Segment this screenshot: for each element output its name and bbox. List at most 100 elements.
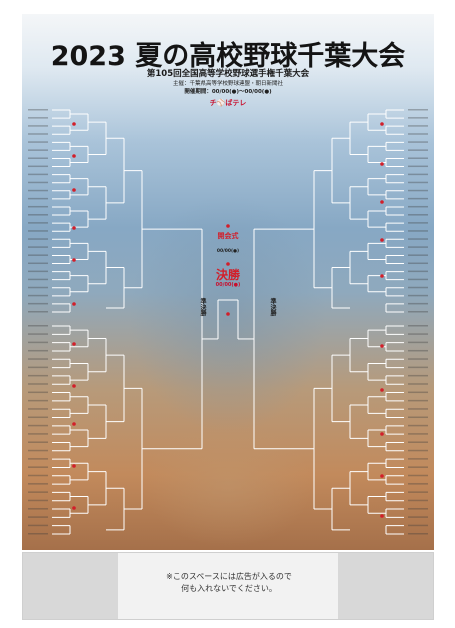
- seed-marker: [72, 506, 76, 510]
- seed-marker: [380, 474, 384, 478]
- team-name-slot: [28, 483, 48, 485]
- team-name-slot: [408, 109, 428, 111]
- team-name-slot: [408, 441, 428, 443]
- seed-marker: [72, 122, 76, 126]
- team-name-slot: [28, 383, 48, 385]
- team-name-slot: [408, 383, 428, 385]
- team-name-slot: [28, 157, 48, 159]
- team-name-slot: [28, 149, 48, 151]
- team-name-slot: [408, 491, 428, 493]
- opening-ceremony-date: 00/00(●): [208, 249, 248, 254]
- team-name-slot: [28, 238, 48, 240]
- team-name-slot: [28, 141, 48, 143]
- seed-marker: [72, 422, 76, 426]
- seed-marker: [72, 384, 76, 388]
- team-name-slot: [28, 441, 48, 443]
- final-date: 00/00(●): [198, 282, 258, 288]
- team-name-slot: [408, 458, 428, 460]
- team-name-slot: [408, 263, 428, 265]
- team-name-slot: [408, 230, 428, 232]
- team-name-slot: [28, 125, 48, 127]
- poster-subtitle: 第105回全国高等学校野球選手権千葉大会: [22, 67, 434, 79]
- team-name-slot: [408, 358, 428, 360]
- semifinal-left-label: 準決勝: [198, 298, 207, 316]
- team-name-slot: [28, 466, 48, 468]
- organizer-text: 主催：千葉県高等学校野球連盟・朝日新聞社: [22, 79, 434, 87]
- team-name-slot: [408, 295, 428, 297]
- team-name-slot: [28, 516, 48, 518]
- team-name-slot: [408, 342, 428, 344]
- team-name-slot: [28, 367, 48, 369]
- team-name-slot: [28, 525, 48, 527]
- seed-marker: [380, 514, 384, 518]
- team-name-slot: [28, 303, 48, 305]
- team-name-slot: [408, 450, 428, 452]
- team-name-slot: [408, 466, 428, 468]
- team-name-slot: [408, 141, 428, 143]
- team-name-slot: [28, 198, 48, 200]
- team-name-slot: [28, 109, 48, 111]
- team-name-slot: [28, 263, 48, 265]
- team-name-slot: [408, 149, 428, 151]
- team-name-slot: [28, 392, 48, 394]
- final-label: 決勝: [208, 266, 248, 283]
- semifinal-right-label: 準決勝: [268, 298, 277, 316]
- team-name-slot: [28, 133, 48, 135]
- team-name-slot: [28, 182, 48, 184]
- team-name-slot: [408, 508, 428, 510]
- team-name-slot: [408, 408, 428, 410]
- team-name-slot: [28, 206, 48, 208]
- team-name-slot: [28, 500, 48, 502]
- team-name-slot: [408, 350, 428, 352]
- seed-marker: [226, 224, 230, 228]
- team-name-slot: [28, 214, 48, 216]
- seed-marker: [72, 188, 76, 192]
- team-name-slot: [408, 516, 428, 518]
- team-name-slot: [28, 408, 48, 410]
- team-name-slot: [408, 117, 428, 119]
- team-name-slot: [28, 190, 48, 192]
- team-name-slot: [408, 222, 428, 224]
- team-name-slot: [28, 450, 48, 452]
- team-name-slot: [408, 367, 428, 369]
- team-name-slot: [408, 246, 428, 248]
- team-name-slot: [408, 157, 428, 159]
- team-name-slot: [408, 182, 428, 184]
- team-name-slot: [28, 491, 48, 493]
- team-name-slot: [408, 254, 428, 256]
- seed-marker: [380, 432, 384, 436]
- seed-marker: [72, 302, 76, 306]
- ad-note-line-2: 何も入れないでください。: [131, 583, 327, 595]
- team-name-slot: [28, 350, 48, 352]
- team-name-slot: [408, 417, 428, 419]
- team-name-slot: [28, 254, 48, 256]
- ad-panel-left: [23, 553, 118, 619]
- team-name-slot: [408, 214, 428, 216]
- team-name-slot: [28, 174, 48, 176]
- seed-marker: [380, 200, 384, 204]
- seed-marker: [72, 154, 76, 158]
- team-name-slot: [408, 287, 428, 289]
- team-name-slot: [28, 279, 48, 281]
- team-name-slot: [408, 525, 428, 527]
- seed-marker: [72, 258, 76, 262]
- team-name-slot: [28, 230, 48, 232]
- broadcaster-logo: チ⚾ばテレ: [22, 98, 434, 108]
- team-name-slot: [408, 311, 428, 313]
- team-name-slot: [28, 458, 48, 460]
- team-name-slot: [28, 533, 48, 535]
- team-name-slot: [408, 375, 428, 377]
- team-name-slot: [408, 190, 428, 192]
- team-name-slot: [408, 533, 428, 535]
- team-name-slot: [28, 342, 48, 344]
- team-name-slot: [28, 508, 48, 510]
- team-name-slot: [408, 125, 428, 127]
- team-name-slot: [28, 400, 48, 402]
- team-name-slot: [28, 311, 48, 313]
- team-name-slot: [408, 279, 428, 281]
- team-name-slot: [408, 271, 428, 273]
- team-name-slot: [408, 166, 428, 168]
- team-name-slot: [28, 287, 48, 289]
- seed-marker: [226, 312, 230, 316]
- seed-marker: [72, 226, 76, 230]
